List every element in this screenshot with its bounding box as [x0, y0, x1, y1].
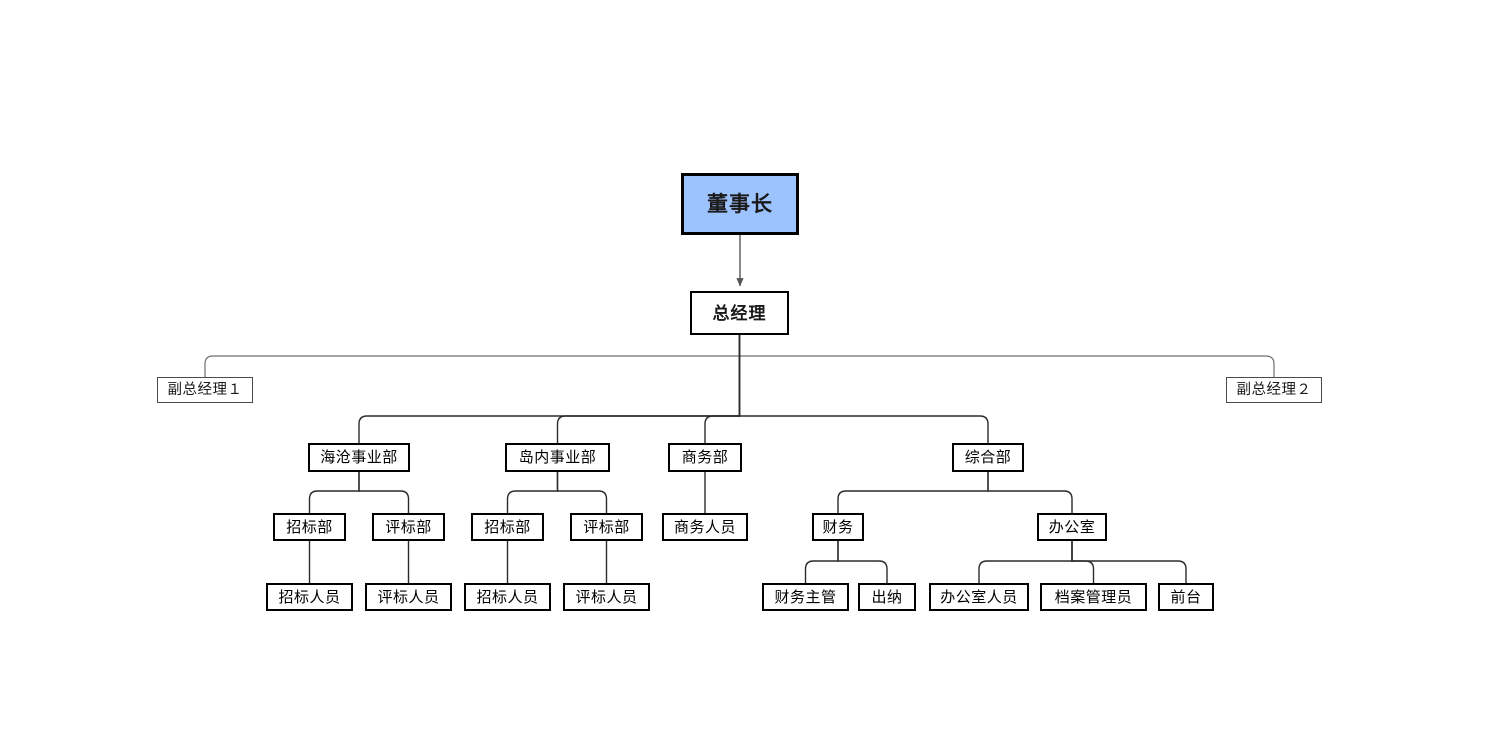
org-node-dn-zb-ry[interactable]: 招标人员	[464, 583, 551, 611]
connector	[358, 472, 410, 513]
connector	[204, 335, 741, 377]
connector	[358, 335, 741, 443]
org-node-zonghe[interactable]: 综合部	[952, 443, 1024, 472]
org-node-vgm2[interactable]: 副总经理２	[1226, 377, 1322, 403]
org-node-bangongshi[interactable]: 办公室	[1037, 513, 1107, 541]
org-node-chairman[interactable]: 董事长	[681, 173, 799, 235]
org-node-hc-zhaobiao[interactable]: 招标部	[273, 513, 346, 541]
connector	[1071, 541, 1095, 583]
connector	[1071, 541, 1187, 583]
org-node-hc-pb-ry[interactable]: 评标人员	[365, 583, 452, 611]
connector	[738, 335, 989, 443]
org-node-shangwu-ry[interactable]: 商务人员	[662, 513, 748, 541]
connector	[804, 541, 839, 583]
org-node-daonei[interactable]: 岛内事业部	[505, 443, 610, 472]
org-node-bgs-ry[interactable]: 办公室人员	[929, 583, 1029, 611]
org-node-dangan[interactable]: 档案管理员	[1040, 583, 1147, 611]
connector	[987, 472, 1073, 513]
connector	[704, 335, 741, 443]
org-node-caiwu-zhuguan[interactable]: 财务主管	[762, 583, 849, 611]
org-node-dn-zhaobiao[interactable]: 招标部	[471, 513, 544, 541]
connector	[837, 541, 888, 583]
org-node-haicang[interactable]: 海沧事业部	[308, 443, 410, 472]
org-node-gm[interactable]: 总经理	[690, 291, 789, 335]
connector	[506, 472, 559, 513]
org-node-vgm1[interactable]: 副总经理１	[157, 377, 253, 403]
org-node-dn-pingbiao[interactable]: 评标部	[570, 513, 643, 541]
connector	[738, 335, 1275, 377]
org-node-dn-pb-ry[interactable]: 评标人员	[563, 583, 650, 611]
org-node-shangwu[interactable]: 商务部	[668, 443, 742, 472]
org-node-chuna[interactable]: 出纳	[858, 583, 916, 611]
org-node-hc-pingbiao[interactable]: 评标部	[372, 513, 445, 541]
connector	[308, 472, 360, 513]
connector	[837, 472, 989, 513]
connector	[978, 541, 1073, 583]
connector	[556, 335, 741, 443]
org-node-hc-zb-ry[interactable]: 招标人员	[266, 583, 353, 611]
org-node-qiantai[interactable]: 前台	[1158, 583, 1214, 611]
org-node-caiwu[interactable]: 财务	[812, 513, 864, 541]
connector	[556, 472, 608, 513]
